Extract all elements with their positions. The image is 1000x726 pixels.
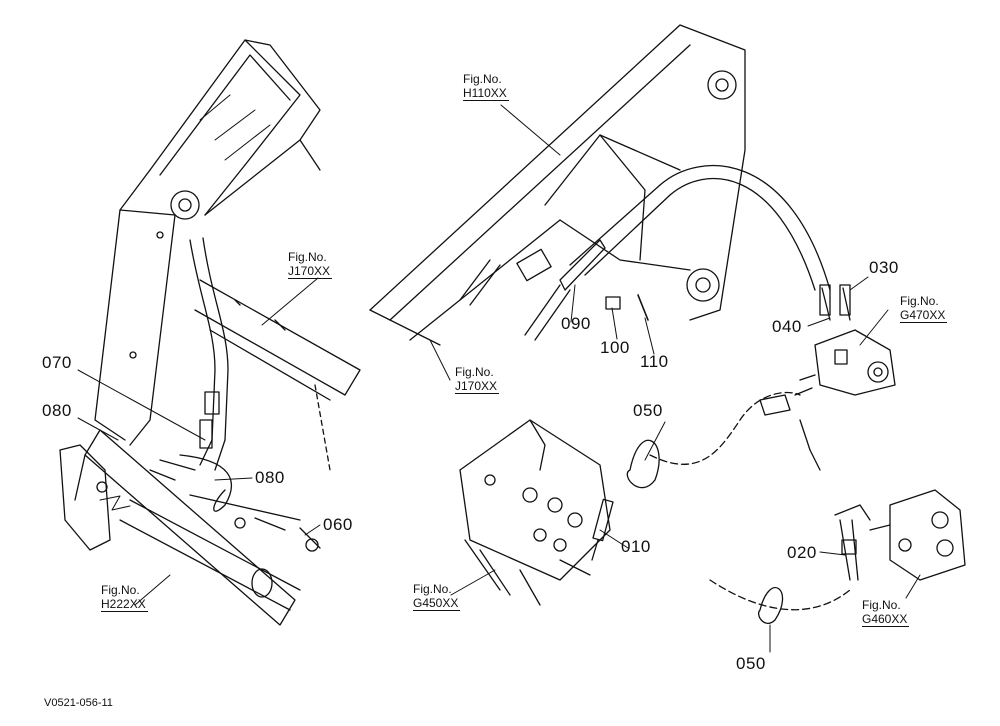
- part-050-upper[interactable]: 050: [633, 401, 663, 420]
- fig-ref-prefix: Fig.No.: [900, 294, 939, 308]
- part-030[interactable]: 030: [869, 258, 899, 277]
- lift-cylinder: [59, 429, 301, 626]
- right-hoses: [459, 164, 851, 341]
- leader-lines: [77, 104, 921, 653]
- drawing-id: V0521-056-11: [44, 697, 113, 709]
- part-080-right[interactable]: 080: [255, 468, 285, 487]
- fig-ref-g470[interactable]: Fig.No. G470XX: [900, 294, 948, 323]
- fig-ref-code: H222XX: [101, 597, 148, 612]
- part-080-left[interactable]: 080: [42, 401, 72, 420]
- fig-ref-prefix: Fig.No.: [288, 250, 327, 264]
- fig-ref-prefix: Fig.No.: [862, 598, 901, 612]
- part-090[interactable]: 090: [561, 314, 591, 333]
- part-050-lower[interactable]: 050: [736, 654, 766, 673]
- fig-ref-code: G460XX: [862, 612, 910, 627]
- fig-ref-h110[interactable]: Fig.No. H110XX: [463, 72, 509, 101]
- part-020[interactable]: 020: [787, 543, 817, 562]
- part-110[interactable]: 110: [640, 352, 669, 371]
- fig-ref-prefix: Fig.No.: [463, 72, 502, 86]
- fig-ref-prefix: Fig.No.: [101, 583, 140, 597]
- fig-ref-prefix: Fig.No.: [455, 365, 494, 379]
- fig-ref-code: G470XX: [900, 308, 948, 323]
- valve-g460: [869, 489, 966, 581]
- left-hoses: [149, 237, 321, 552]
- part-010[interactable]: 010: [621, 537, 651, 556]
- fig-ref-g450[interactable]: Fig.No. G450XX: [413, 582, 461, 611]
- fig-ref-code: J170XX: [288, 264, 333, 279]
- valve-g470: [794, 329, 896, 396]
- right-boom-arm: [369, 24, 746, 346]
- frame-left: [194, 279, 361, 471]
- left-boom-arm: [94, 39, 321, 446]
- fig-ref-code: J170XX: [455, 379, 500, 394]
- fig-ref-code: H110XX: [463, 86, 509, 101]
- part-060[interactable]: 060: [323, 515, 353, 534]
- fig-ref-g460[interactable]: Fig.No. G460XX: [862, 598, 910, 627]
- part-070[interactable]: 070: [42, 353, 72, 372]
- hose-020: [709, 504, 871, 624]
- fig-ref-code: G450XX: [413, 596, 461, 611]
- fig-ref-j170-right[interactable]: Fig.No. J170XX: [455, 365, 500, 394]
- fig-ref-j170-left[interactable]: Fig.No. J170XX: [288, 250, 333, 279]
- part-100[interactable]: 100: [600, 338, 630, 357]
- part-040[interactable]: 040: [772, 317, 802, 336]
- valve-g450: [459, 419, 611, 606]
- fig-ref-prefix: Fig.No.: [413, 582, 452, 596]
- hose-010: [591, 391, 821, 561]
- fig-ref-h222[interactable]: Fig.No. H222XX: [101, 583, 148, 612]
